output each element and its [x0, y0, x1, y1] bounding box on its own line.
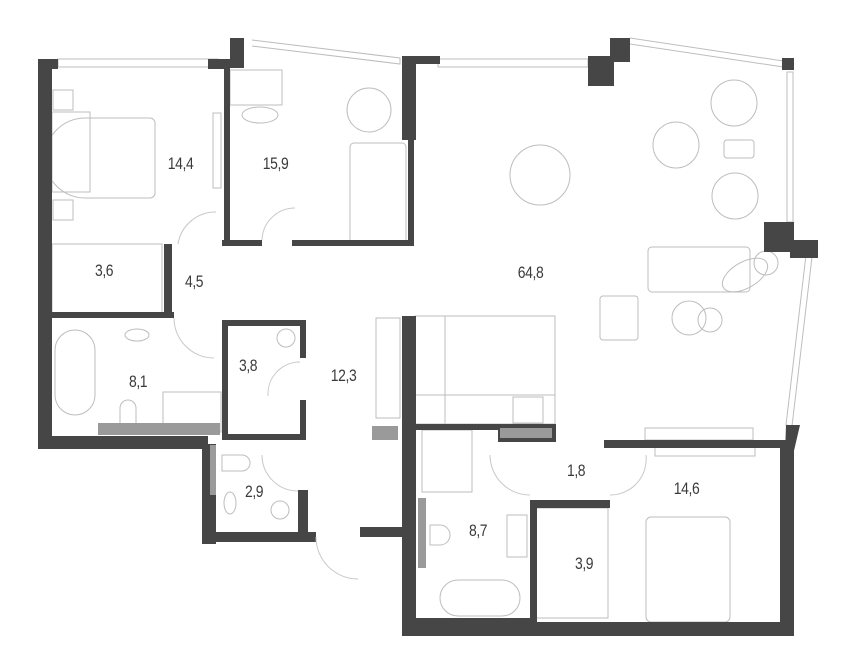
door-swings: [173, 207, 647, 580]
area-living-kitchen: 64,8: [517, 263, 544, 282]
light-wall-layer: [98, 423, 552, 568]
area-bedroom-3: 14,6: [673, 479, 700, 498]
area-hall-1: 4,5: [184, 272, 204, 291]
area-bathroom-2: 8,7: [468, 521, 488, 540]
area-closet-1: 3,6: [94, 261, 114, 280]
area-bedroom-2: 15,9: [262, 154, 289, 173]
area-hall-3: 1,8: [566, 461, 586, 480]
area-hall-2: 12,3: [330, 366, 357, 385]
area-closet-2: 3,9: [574, 554, 594, 573]
area-bedroom-1: 14,4: [167, 154, 194, 173]
area-bathroom-3: 2,9: [244, 482, 264, 501]
area-bathroom-1: 8,1: [128, 372, 148, 391]
walls-layer: [38, 38, 818, 636]
furniture-layer: [44, 37, 813, 623]
area-laundry: 3,8: [238, 356, 258, 375]
